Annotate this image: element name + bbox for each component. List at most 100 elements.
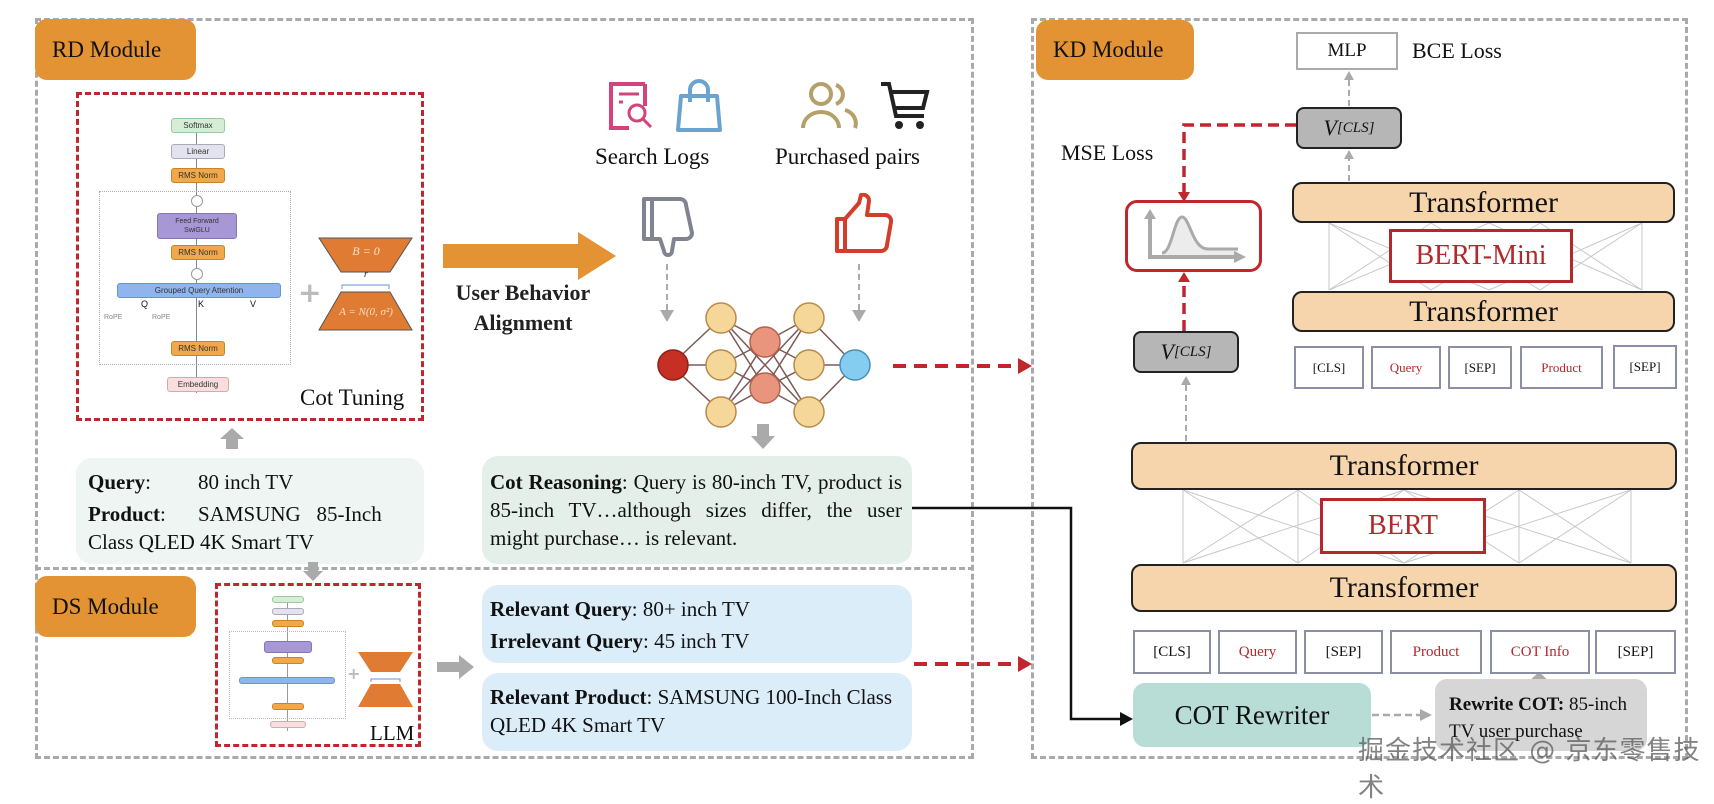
student-token-sep: [SEP] [1613, 345, 1677, 389]
cot-reasoning-text: : Query is 80-inch TV, product is 85-inc… [490, 470, 903, 550]
cot-reasoning-box: Cot Reasoning: Query is 80-inch TV, prod… [482, 456, 912, 564]
product-value-line2: Class QLED 4K Smart TV [88, 530, 314, 554]
k-label: K [198, 299, 205, 309]
llm-label: LLM [370, 721, 415, 745]
student-token-query: Query [1371, 346, 1441, 389]
dashed-arrows-to-network [660, 264, 866, 322]
bce-loss-label: BCE Loss [1412, 38, 1502, 63]
right-arrow-icon [437, 655, 474, 679]
teacher-token-query: Query [1218, 630, 1297, 674]
rewrite-cot-key: Rewrite COT: [1449, 694, 1565, 715]
student-model-label: BERT-Mini [1389, 229, 1573, 283]
mse-loss-label: MSE Loss [1061, 140, 1154, 165]
teacher-vcls-box: V[CLS] [1133, 331, 1239, 373]
teacher-model-label: BERT [1320, 498, 1486, 554]
lora-adapter-small [358, 652, 413, 707]
teacher-transformer-bottom: Transformer [1131, 564, 1677, 612]
down-arrow-icon [751, 424, 775, 449]
llm-frame [215, 583, 421, 747]
lora-a-trapezoid [318, 291, 413, 331]
rope-label: RoPE [104, 314, 123, 321]
rd-ds-panel [35, 18, 974, 759]
lora-a-label: A = N(0, σ²) [339, 306, 393, 318]
student-token-product: Product [1520, 346, 1603, 389]
swiglu-label: SwiGLU [184, 227, 210, 234]
teacher-token-sep: [SEP] [1304, 630, 1383, 674]
cot-reasoning-key: Cot Reasoning [490, 470, 622, 494]
query-product-box: Query: 80 inch TV Product: SAMSUNG 85-In… [76, 458, 424, 564]
feed-forward-label: Feed Forward [175, 218, 219, 225]
kd-module-label: KD Module [1036, 20, 1194, 80]
teacher-token-cot-info: COT Info [1490, 630, 1590, 674]
feed-forward-block: Feed Forward SwiGLU [157, 213, 237, 239]
relevant-query-row: Relevant Query: 80+ inch TV [490, 595, 902, 623]
red-arrowhead [1018, 656, 1032, 672]
irrelevant-query-key: Irrelevant Query [490, 629, 643, 653]
vcls-sub: [CLS] [1173, 343, 1212, 360]
alignment-label-line1: User Behavior [455, 280, 591, 305]
cot-rewriter-box: COT Rewriter [1133, 683, 1371, 747]
rank-brace [341, 284, 390, 289]
product-key: Product [88, 502, 160, 526]
rms-norm-block [272, 657, 304, 664]
thumbs-down-icon [642, 197, 694, 257]
lora-rank-label: r [363, 268, 369, 280]
student-token-cls: [CLS] [1294, 346, 1364, 389]
irrelevant-query-row: Irrelevant Query: 45 inch TV [490, 627, 902, 655]
llm-architecture-diagram-small [228, 595, 348, 735]
rms-norm-block [272, 703, 304, 710]
v-label: V [250, 299, 257, 309]
vcls-sub: [CLS] [1336, 119, 1375, 136]
distribution-chart-icon [1144, 209, 1246, 263]
watermark: 掘金技术社区 @ 京东零售技术 [1358, 736, 1701, 803]
rd-ds-divider [35, 567, 974, 570]
thumbs-up-icon [835, 193, 894, 253]
rms-norm-block: RMS Norm [171, 341, 225, 356]
arch-stack-line [287, 599, 288, 731]
rewrite-cot-box: Rewrite COT: 85-inch TV user purchase [1435, 679, 1647, 751]
red-arrowhead [1018, 358, 1032, 374]
vcls-base: V [1323, 115, 1337, 140]
lora-b-label: B = 0 [352, 244, 380, 258]
neural-network-icon [657, 302, 871, 428]
relevant-query-value: : 80+ inch TV [631, 597, 750, 621]
cot-tuning-frame [76, 92, 424, 421]
irrelevant-query-value: : 45 inch TV [643, 629, 750, 653]
residual-add-icon [191, 268, 203, 280]
up-arrow-icon [220, 428, 244, 449]
relevant-product-value: : SAMSUNG 100-Inch Class QLED 4K Smart T… [490, 685, 893, 737]
search-log-icon [609, 82, 653, 130]
shopping-bag-icon [676, 79, 722, 132]
purchased-pairs-label: Purchased pairs [775, 144, 920, 169]
q-label: Q [141, 299, 149, 309]
product-row: Product: SAMSUNG 85-Inch [88, 502, 382, 526]
product-samples-box: Relevant Product: SAMSUNG 100-Inch Class… [482, 673, 912, 751]
rms-norm-block: RMS Norm [171, 245, 225, 260]
rd-module-label: RD Module [35, 19, 196, 80]
search-logs-label: Search Logs [595, 144, 710, 169]
query-value: 80 inch TV [198, 470, 294, 494]
student-transformer-bottom: Transformer [1292, 291, 1675, 332]
lora-b-trapezoid [318, 237, 413, 273]
embedding-block: Embedding [167, 377, 229, 392]
relevant-product-key: Relevant Product [490, 685, 647, 709]
llm-architecture-diagram: Softmax Linear RMS Norm Feed Forward Swi… [97, 115, 297, 400]
alignment-label-line2: Alignment [473, 310, 573, 335]
linear-block: Linear [171, 144, 225, 159]
teacher-token-sep: [SEP] [1595, 630, 1676, 674]
decoder-layer-frame [229, 631, 346, 719]
teacher-token-cls: [CLS] [1133, 630, 1211, 674]
rewrite-cot-text: 85-inch TV user purchase [1449, 694, 1627, 742]
query-row: Query: 80 inch TV [88, 470, 294, 494]
alignment-label: User Behavior Alignment [438, 278, 608, 338]
feed-forward-block [264, 641, 312, 653]
linear-block [272, 608, 304, 615]
alignment-arrow [443, 232, 616, 280]
plus-icon: + [298, 276, 322, 309]
mlp-box: MLP [1296, 32, 1398, 70]
student-token-sep: [SEP] [1448, 346, 1512, 389]
teacher-token-product: Product [1390, 630, 1482, 674]
softmax-block [272, 596, 304, 603]
users-icon [801, 82, 858, 129]
grouped-query-attention-block [239, 677, 335, 684]
